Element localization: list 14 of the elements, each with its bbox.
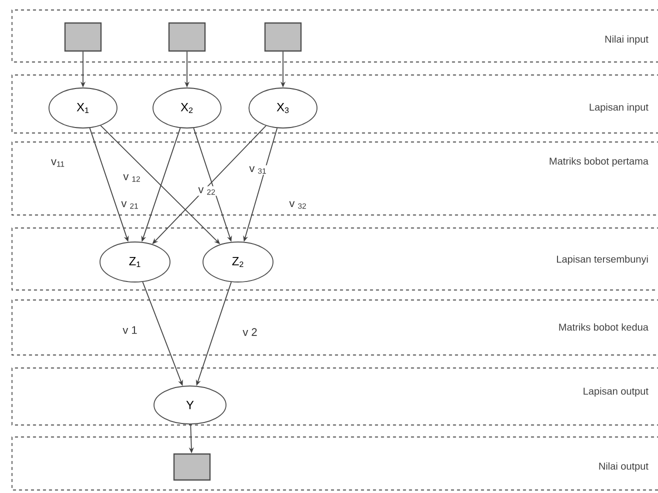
layer-band: Nilai output [12,436,658,490]
edge-label: v $_{21}$ [120,200,140,210]
edge-label: v $_{12}$ [122,173,142,183]
edge-label: v 1 [122,325,138,335]
layer-band: Nilai input [12,10,658,62]
neuron-box [264,22,302,52]
edge-label: v 2 [242,327,258,337]
edge-label: v$_{11}$ [50,158,66,168]
neuron-box [173,453,211,481]
edge-label: v $_{32}$ [288,200,308,210]
neuron-box [168,22,206,52]
neuron-box [64,22,102,52]
edge-label: v $_{22}$ [197,186,217,196]
edge-label: v $_{31}$ [248,165,268,175]
